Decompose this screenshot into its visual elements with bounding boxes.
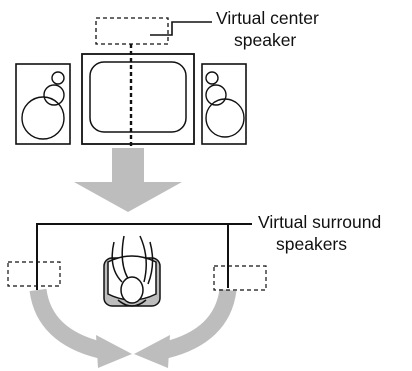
listener-figure [103, 235, 161, 307]
virtual-surround-speakers-label: Virtual surround speakers [258, 211, 381, 255]
virtual-center-line-1: Virtual center [216, 8, 319, 28]
virtual-surround-line-2: speakers [276, 234, 348, 254]
curved-arrow-right [134, 288, 237, 368]
virtual-surround-left-box [7, 261, 61, 287]
virtual-surround-line-1: Virtual surround [258, 212, 382, 232]
left-speaker [15, 63, 71, 145]
virtual-center-speaker-box [95, 17, 169, 45]
curved-arrow-left [29, 288, 132, 368]
right-speaker [201, 63, 247, 145]
virtual-center-speaker-label: Virtual center speaker [216, 7, 319, 51]
surround-leader-line [36, 223, 252, 262]
virtual-center-line-2: speaker [234, 30, 297, 50]
down-arrow [74, 148, 182, 212]
tv [81, 53, 195, 145]
virtual-surround-right-box [213, 265, 267, 291]
center-leader-line [150, 21, 212, 36]
